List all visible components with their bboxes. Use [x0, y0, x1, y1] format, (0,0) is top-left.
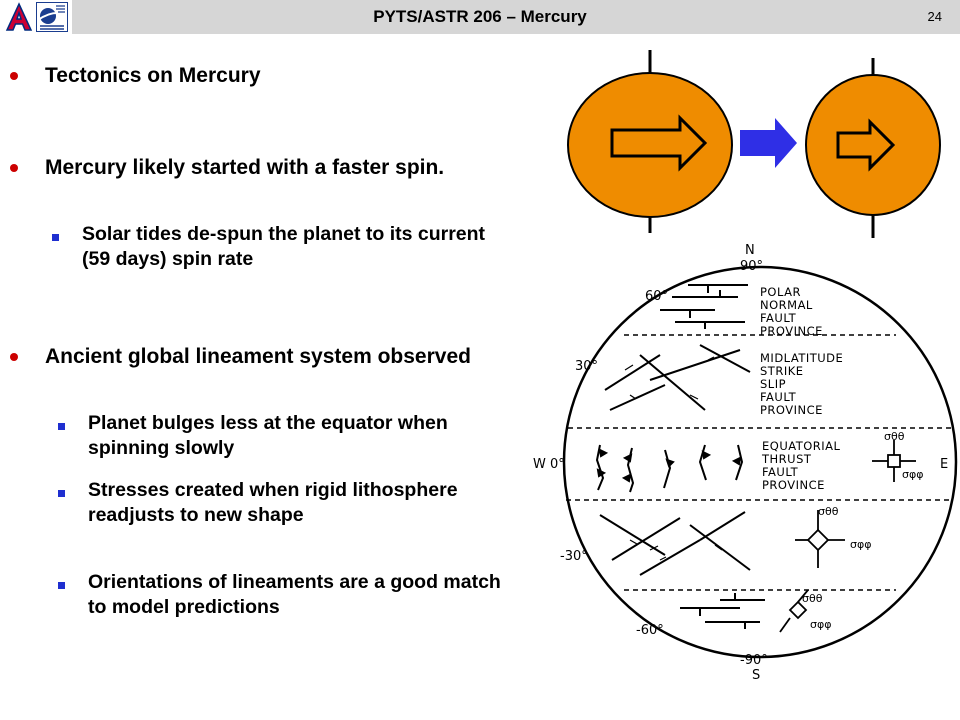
bullet-list: Tectonics on Mercury Mercury likely star… — [10, 64, 501, 618]
bullet-tectonics: Tectonics on Mercury — [45, 64, 261, 87]
bullet-square-icon — [58, 423, 65, 430]
bullet-stresses: Stresses created when rigid lithosphere … — [88, 479, 458, 526]
slide-title: PYTS/ASTR 206 – Mercury — [373, 7, 587, 26]
zone-label-line: THRUST — [761, 452, 812, 466]
lat-60n-label: 60° — [645, 289, 668, 304]
fast-spin-arrow-icon — [610, 114, 708, 172]
department-logo-icon — [36, 2, 68, 32]
bullet-faster-spin: Mercury likely started with a faster spi… — [45, 156, 445, 179]
bullet-lineament-system: Ancient global lineament system observed — [45, 345, 471, 368]
sigma-phi-mid: σφφ — [850, 538, 871, 551]
bullet-orientations: Orientations of lineaments are a good ma… — [88, 571, 501, 618]
lat-90n-label: 90° — [740, 259, 763, 274]
zone-label-line: MIDLATITUDE — [760, 351, 843, 365]
transition-arrow-icon — [740, 118, 797, 168]
slow-spin-arrow-icon — [836, 118, 896, 172]
lat-30n-label: 30° — [575, 359, 598, 374]
lat-m90-label: -90° — [740, 653, 768, 668]
lat-m60-label: -60° — [636, 623, 664, 638]
spin-down-diagram — [567, 50, 941, 238]
university-logo-icon — [4, 2, 34, 32]
zone-label-line: PROVINCE — [760, 403, 823, 417]
sigma-theta-south: σθθ — [802, 592, 823, 605]
lat-0-label: W 0° — [533, 457, 565, 472]
sigma-phi-eq: σφφ — [902, 468, 923, 481]
slide-header: PYTS/ASTR 206 – Mercury 24 — [0, 0, 960, 34]
zone-label-line: PROVINCE — [760, 324, 823, 338]
zone-label-line: PROVINCE — [762, 478, 825, 492]
north-label: N — [745, 243, 755, 258]
bullet-dot-icon — [10, 164, 18, 172]
bullet-square-icon — [58, 490, 65, 497]
sigma-theta-mid: σθθ — [818, 505, 839, 518]
bullet-solar-tides: Solar tides de-spun the planet to its cu… — [82, 223, 486, 270]
zone-label-line: STRIKE — [760, 364, 804, 378]
bullet-bulges-less: Planet bulges less at the equator when s… — [88, 412, 448, 459]
bullet-square-icon — [52, 234, 59, 241]
planet-outline — [562, 265, 958, 659]
lat-m30-label: -30° — [560, 549, 588, 564]
sigma-theta-eq: σθθ — [884, 430, 905, 443]
lineament-map: N 90° 60° 30° W 0° E -30° -60° -90° S PO… — [533, 243, 958, 683]
south-label: S — [752, 668, 760, 683]
header-band — [72, 0, 960, 34]
zone-label-line: FAULT — [762, 465, 799, 479]
zone-label-line: FAULT — [760, 311, 797, 325]
bullet-square-icon — [58, 582, 65, 589]
bullet-dot-icon — [10, 72, 18, 80]
east-label: E — [940, 457, 948, 472]
zone-label-line: SLIP — [760, 377, 786, 391]
mercury-tectonics-figure: N 90° 60° 30° W 0° E -30° -60° -90° S PO… — [533, 50, 958, 683]
sigma-phi-south: σφφ — [810, 618, 831, 631]
zone-label-line: EQUATORIAL — [762, 439, 841, 453]
bullet-dot-icon — [10, 353, 18, 361]
zone-label-line: FAULT — [760, 390, 797, 404]
zone-label-line: POLAR — [760, 285, 801, 299]
zone-label-line: NORMAL — [760, 298, 813, 312]
slide-number: 24 — [927, 9, 942, 24]
